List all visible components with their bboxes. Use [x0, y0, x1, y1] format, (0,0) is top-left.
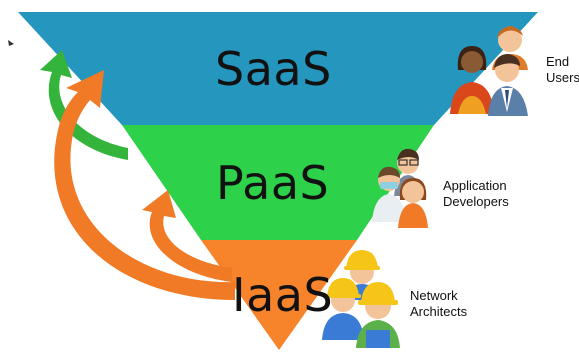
paas-label: PaaS — [216, 156, 330, 210]
people-group-icon — [450, 26, 528, 116]
worker-group-icon — [322, 250, 400, 348]
iaas-label: IaaS — [232, 268, 334, 322]
saas-band — [18, 12, 538, 125]
application-developers-label: Application Developers — [443, 178, 509, 209]
saas-label: SaaS — [215, 42, 332, 96]
cursor-mark — [8, 40, 14, 46]
orange-curved-arrow-small — [142, 190, 232, 282]
developer-group-icon — [372, 148, 428, 228]
end-users-label: End Users — [546, 54, 579, 85]
iaas-band — [201, 240, 357, 350]
green-curved-arrow — [40, 50, 128, 160]
network-architects-label: Network Architects — [410, 288, 468, 319]
orange-curved-arrow-large — [54, 70, 235, 300]
paas-band — [122, 125, 434, 240]
